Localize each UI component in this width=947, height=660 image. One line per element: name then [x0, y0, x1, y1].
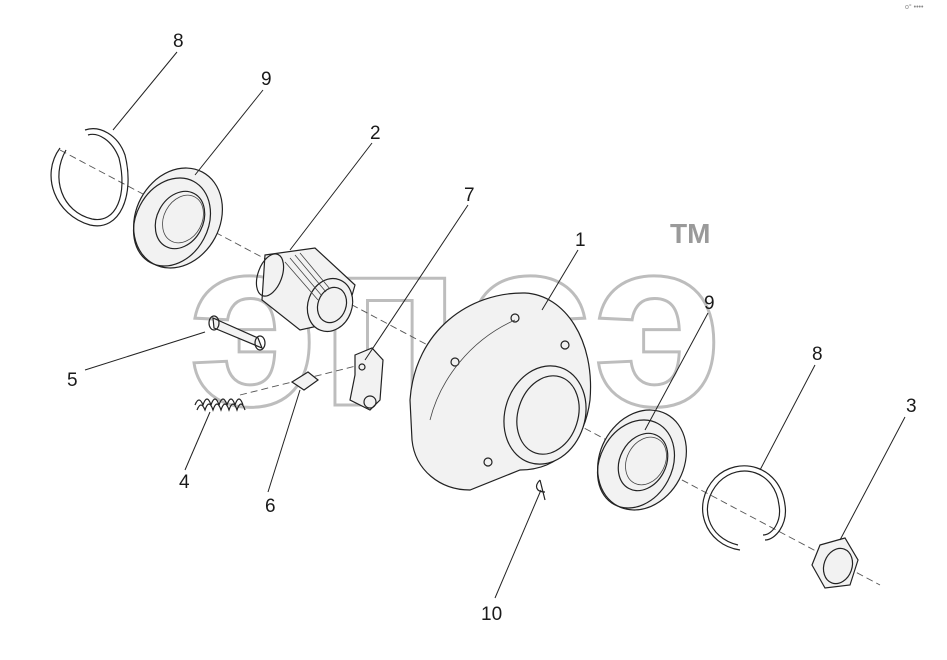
part-2-needle-bushing — [255, 247, 356, 333]
watermark-trademark: TM — [670, 218, 710, 249]
part-9-bearing-left — [132, 167, 223, 269]
part-7-lever — [349, 347, 384, 411]
part-1-housing — [409, 292, 592, 491]
callout-10: 10 — [481, 604, 502, 625]
part-6-plunger — [290, 371, 319, 391]
part-5-pin — [208, 315, 266, 351]
corner-mark: o° •••• — [905, 3, 924, 11]
leader-lines — [84, 51, 906, 599]
part-3-nut — [811, 537, 859, 589]
callout-6: 6 — [265, 496, 276, 517]
callout-3: 3 — [906, 396, 917, 417]
callout-labels: 8 9 2 7 1 9 8 3 5 4 6 10 — [67, 31, 917, 625]
callout-9-left: 9 — [261, 69, 272, 90]
part-10-cotter-pin — [535, 479, 546, 501]
part-9-bearing-right — [596, 409, 687, 511]
part-8-retaining-ring-right — [702, 465, 787, 551]
part-4-spring — [194, 398, 246, 412]
part-8-retaining-ring-left — [50, 128, 129, 227]
callout-8-right: 8 — [812, 344, 823, 365]
callout-9-right: 9 — [704, 293, 715, 314]
callout-8-left: 8 — [173, 31, 184, 52]
callout-4: 4 — [179, 472, 190, 493]
callout-5: 5 — [67, 370, 78, 391]
callout-1: 1 — [575, 230, 586, 251]
callout-7: 7 — [464, 185, 475, 206]
callout-2: 2 — [370, 123, 381, 144]
